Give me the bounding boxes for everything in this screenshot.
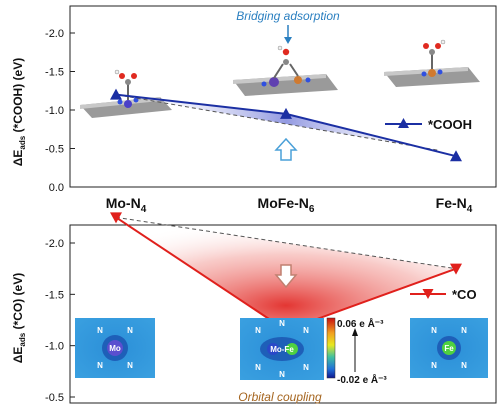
map-n-label: N xyxy=(279,319,285,328)
map-metal-label-fe: Fe xyxy=(444,344,454,353)
top-y-tick-label: -2.0 xyxy=(45,28,64,40)
map-n-label: N xyxy=(127,361,133,370)
co-reference-dashed-line xyxy=(115,216,457,270)
legend-cooh: *COOH xyxy=(385,117,472,132)
map-n-label: N xyxy=(255,363,261,372)
co-point-0 xyxy=(110,212,122,224)
top-y-tick-label: -1.5 xyxy=(45,67,64,79)
hollow-up-arrow-icon xyxy=(274,137,298,161)
hollow-down-arrow-icon xyxy=(274,264,298,289)
charge-map-mo: Mo N N N N xyxy=(75,318,155,378)
top-series-layer xyxy=(110,88,462,162)
legend-cooh-marker-icon xyxy=(398,118,409,128)
category-label-mo-n4: Mo-N4 xyxy=(106,195,147,215)
category-label-fe-n4: Fe-N4 xyxy=(436,195,473,215)
bridging-arrow-head-icon xyxy=(284,37,292,44)
bottom-y-tick-label: -1.0 xyxy=(45,341,64,353)
colorbar-arrow-head-icon xyxy=(352,328,358,336)
map-n-label: N xyxy=(461,326,467,335)
top-panel-frame xyxy=(69,5,497,188)
map-n-label: N xyxy=(255,326,261,335)
legend-cooh-label: *COOH xyxy=(428,117,472,132)
map-n-label: N xyxy=(97,326,103,335)
structure-mo-n4-image xyxy=(80,69,172,118)
bottom-y-tick-label: -1.5 xyxy=(45,289,64,301)
map-n-label: N xyxy=(303,326,309,335)
colorbar-gradient xyxy=(326,317,336,379)
legend-co-label: *CO xyxy=(452,287,477,302)
structure-fe-n4-image xyxy=(384,39,480,87)
colorbar-max-label: 0.06 e Å⁻³ xyxy=(337,317,384,330)
structure-mofe-n6-image xyxy=(233,45,338,96)
charge-map-mofe: Mo-Fe N N N N N N xyxy=(240,318,324,380)
bottom-y-axis-title: ΔEads (*CO) (eV) xyxy=(11,273,27,363)
map-n-label: N xyxy=(431,326,437,335)
bottom-panel-frame xyxy=(69,224,497,404)
map-n-label: N xyxy=(97,361,103,370)
category-label-mofe-n6: MoFe-N6 xyxy=(258,195,315,215)
legend-co: *CO xyxy=(410,287,477,302)
colorbar-min-label: -0.02 e Å⁻³ xyxy=(337,373,387,386)
map-n-label: N xyxy=(431,361,437,370)
top-y-axis: 0.0 -0.5 -1.0 -1.5 -2.0 xyxy=(45,28,75,194)
cooh-point-0 xyxy=(110,88,122,100)
co-point-2 xyxy=(450,263,462,275)
map-n-label: N xyxy=(303,363,309,372)
bridging-adsorption-annotation: Bridging adsorption xyxy=(236,9,340,23)
map-n-label: N xyxy=(127,326,133,335)
map-n-label: N xyxy=(461,361,467,370)
bottom-y-axis: -0.5 -1.0 -1.5 -2.0 xyxy=(45,238,75,404)
orbital-coupling-annotation: Orbital coupling xyxy=(238,390,322,404)
colorbar: 0.06 e Å⁻³ -0.02 e Å⁻³ xyxy=(326,317,387,386)
top-y-tick-label: -1.0 xyxy=(45,105,64,117)
top-y-axis-title: ΔEads (*COOH) (eV) xyxy=(11,58,27,166)
cooh-point-2 xyxy=(450,150,462,162)
cooh-reference-dashed-line xyxy=(115,94,439,151)
map-metal-label-mo: Mo xyxy=(109,344,121,353)
bottom-y-tick-label: -0.5 xyxy=(45,392,64,404)
top-y-tick-label: 0.0 xyxy=(49,182,64,194)
map-n-label: N xyxy=(279,370,285,379)
bottom-y-tick-label: -2.0 xyxy=(45,238,64,250)
top-y-tick-label: -0.5 xyxy=(45,144,64,156)
map-metal-label-mofe: Mo-Fe xyxy=(270,345,294,354)
charge-map-fe: Fe N N N N xyxy=(410,318,488,378)
legend-co-marker-icon xyxy=(422,289,434,299)
cooh-point-1 xyxy=(280,107,292,119)
